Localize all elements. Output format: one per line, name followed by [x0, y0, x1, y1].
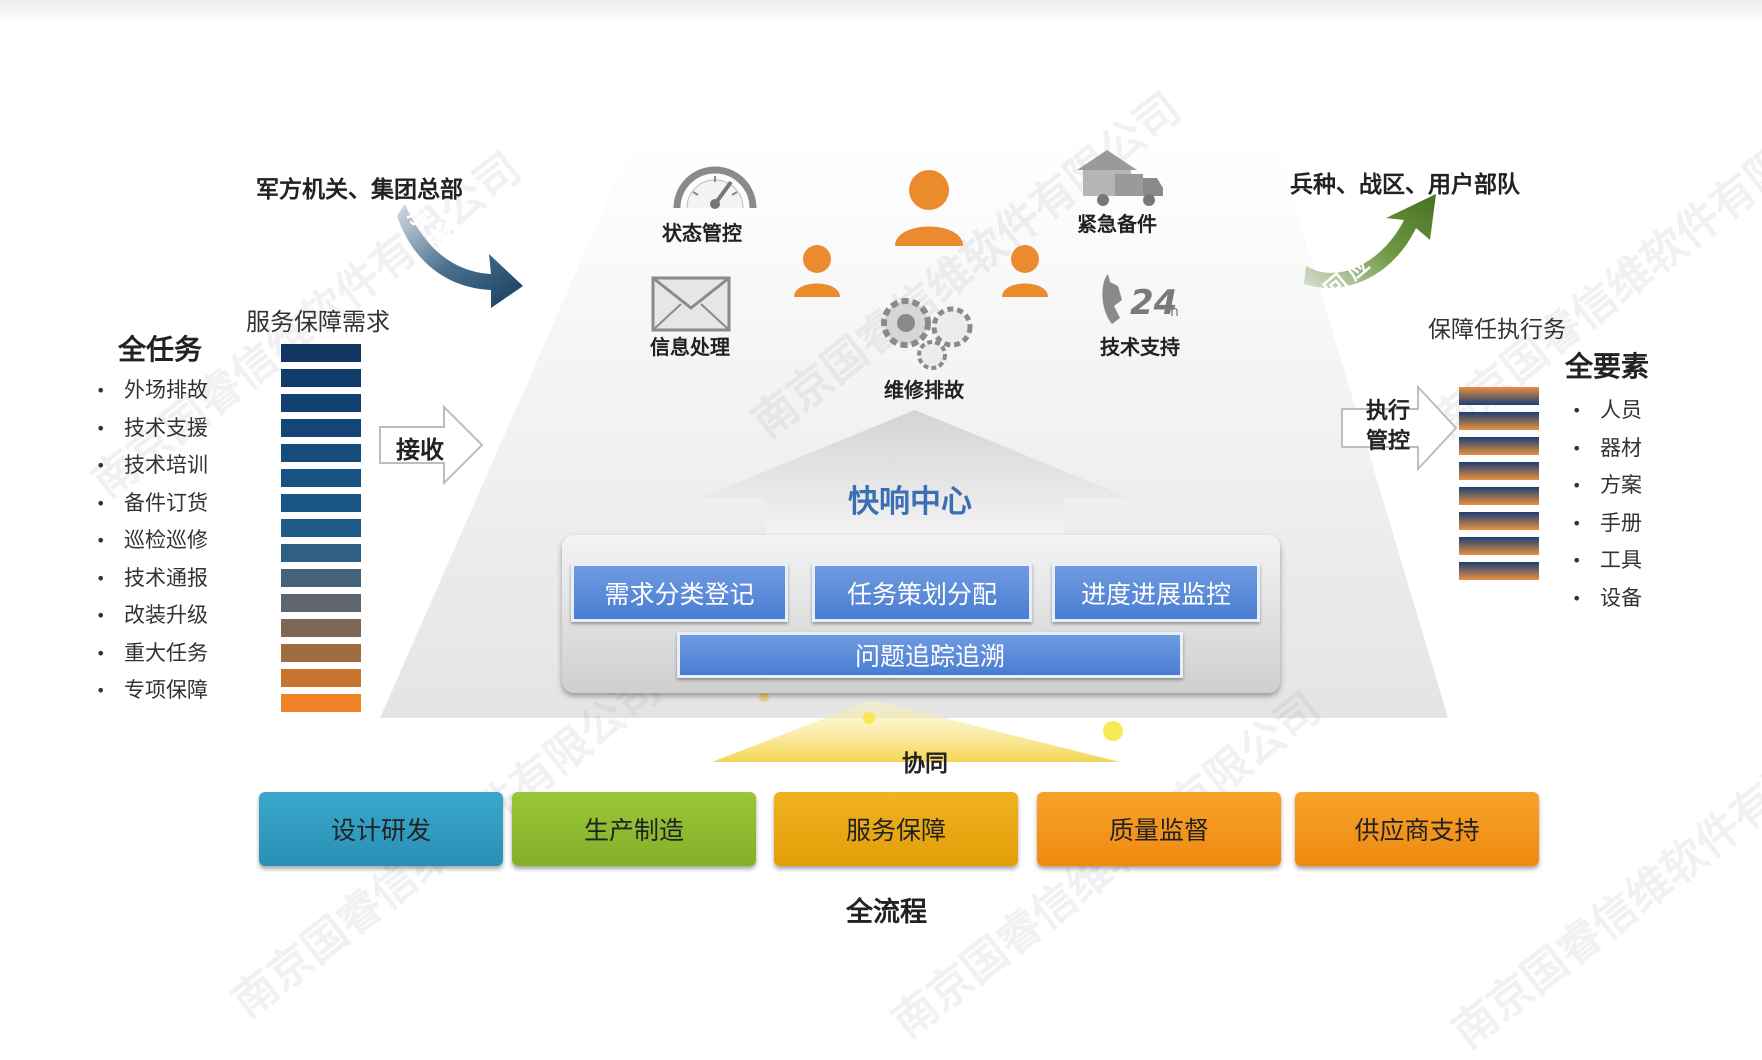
- execute-arrow: [1341, 385, 1458, 471]
- diagram-canvas: 南京国睿信维软件有限公司 南京国睿信维软件有限公司 南京国睿信维软件有限公司 南…: [0, 0, 1762, 980]
- stack-bar: [1459, 437, 1539, 455]
- top-shade: [0, 0, 1762, 22]
- stack-bar: [281, 644, 361, 662]
- list-item: 方案: [1572, 467, 1642, 505]
- list-item: 技术通报: [96, 560, 208, 598]
- full-element-title: 全要素: [1565, 350, 1650, 383]
- stack-bar: [281, 594, 361, 612]
- execute-label-line2: 管控: [1366, 429, 1411, 454]
- stack-bar: [281, 544, 361, 562]
- demand-stack: [281, 344, 361, 714]
- stack-bar: [281, 569, 361, 587]
- center-box-register: 需求分类登记: [571, 563, 788, 622]
- collab-glow: [712, 700, 1120, 762]
- list-item: 工具: [1572, 542, 1642, 580]
- center-title: 快响中心: [848, 484, 972, 520]
- truck-icon: [1077, 150, 1163, 206]
- list-item: 改装升级: [96, 597, 208, 635]
- process-box-supplier: 供应商支持: [1295, 792, 1539, 866]
- top-right-title: 兵种、战区、用户部队: [1290, 172, 1520, 198]
- svg-text:24: 24: [1130, 283, 1177, 323]
- stack-bar: [1459, 462, 1539, 480]
- tech-label: 技术支持: [1100, 335, 1180, 359]
- list-item: 手册: [1572, 505, 1642, 543]
- stack-bar: [281, 394, 361, 412]
- stack-bar: [281, 419, 361, 437]
- list-item: 重大任务: [96, 635, 208, 673]
- envelope-icon: [651, 276, 731, 332]
- list-item: 人员: [1572, 392, 1642, 430]
- curved-arrow-left: [397, 204, 523, 308]
- stack-bar: [1459, 487, 1539, 505]
- process-box-design: 设计研发: [259, 792, 503, 866]
- process-box-quality: 质量监督: [1037, 792, 1281, 866]
- task-exec-label: 保障任执行务: [1428, 317, 1566, 343]
- phone-24-icon: 24 h: [1102, 274, 1179, 324]
- spare-label: 紧急备件: [1077, 212, 1157, 236]
- stack-bar: [281, 519, 361, 537]
- stack-bar: [281, 619, 361, 637]
- info-label: 信息处理: [650, 335, 730, 359]
- house-arrow: [700, 410, 1130, 538]
- stack-bar: [281, 669, 361, 687]
- demand-label: 服务保障需求: [246, 308, 390, 336]
- list-item: 技术培训: [96, 447, 208, 485]
- list-item: 外场排故: [96, 372, 208, 410]
- top-left-title: 军方机关、集团总部: [256, 177, 463, 203]
- process-box-service: 服务保障: [774, 792, 1018, 866]
- stack-bar: [281, 494, 361, 512]
- center-box-monitor: 进度进展监控: [1052, 563, 1260, 622]
- receive-label: 接收: [396, 436, 444, 464]
- stack-bar: [281, 444, 361, 462]
- stack-bar: [281, 369, 361, 387]
- gears-icon: [881, 298, 973, 370]
- stack-bar: [281, 344, 361, 362]
- list-item: 巡检巡修: [96, 522, 208, 560]
- person-icon: [895, 170, 963, 246]
- center-box-plan: 任务策划分配: [812, 563, 1032, 622]
- stack-bar: [1459, 512, 1539, 530]
- execute-label: 执行 管控: [1366, 397, 1410, 457]
- stack-bar: [281, 694, 361, 712]
- element-stack: [1459, 387, 1539, 581]
- stack-bar: [281, 469, 361, 487]
- collab-label: 协同: [902, 751, 948, 777]
- receive-arrow: [379, 405, 484, 485]
- status-label: 状态管控: [662, 221, 742, 245]
- list-item: 设备: [1572, 580, 1642, 618]
- full-task-list: 外场排故 技术支援 技术培训 备件订货 巡检巡修 技术通报 改装升级 重大任务 …: [96, 372, 208, 710]
- execute-label-line1: 执行: [1366, 399, 1411, 424]
- full-element-list: 人员 器材 方案 手册 工具 设备: [1572, 392, 1642, 617]
- curved-arrow-right: [1304, 194, 1436, 288]
- process-title: 全流程: [846, 897, 927, 928]
- repair-label: 维修排故: [884, 378, 964, 402]
- list-item: 技术支援: [96, 410, 208, 448]
- stack-bar: [1459, 412, 1539, 430]
- list-item: 专项保障: [96, 672, 208, 710]
- list-item: 备件订货: [96, 485, 208, 523]
- gauge-icon: [673, 166, 757, 209]
- person-icon: [1002, 245, 1048, 297]
- full-task-title: 全任务: [118, 333, 203, 366]
- svg-text:h: h: [1170, 304, 1179, 320]
- list-item: 器材: [1572, 430, 1642, 468]
- person-icon: [794, 245, 840, 297]
- process-box-production: 生产制造: [512, 792, 756, 866]
- center-box-trace: 问题追踪追溯: [677, 632, 1183, 678]
- stack-bar: [1459, 562, 1539, 580]
- stack-bar: [1459, 537, 1539, 555]
- stack-bar: [1459, 387, 1539, 405]
